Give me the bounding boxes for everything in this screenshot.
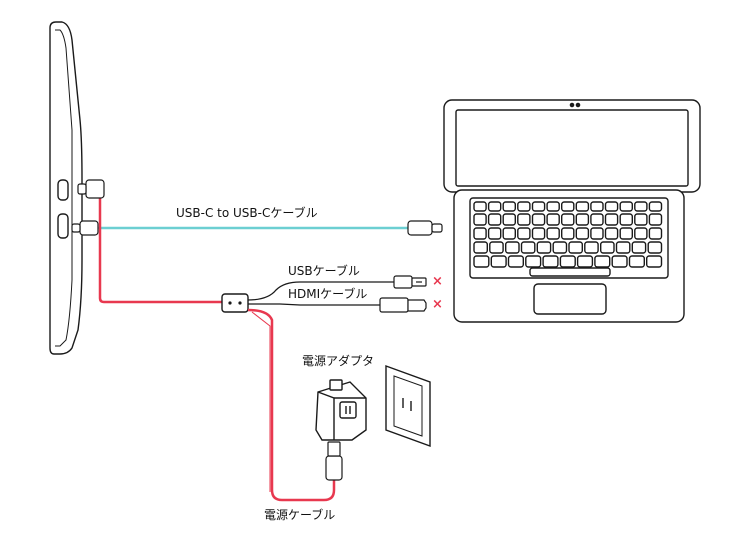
keyboard-key bbox=[575, 201, 590, 212]
keyboard-keys bbox=[473, 201, 663, 277]
keyboard-key bbox=[490, 255, 507, 268]
keyboard-key bbox=[487, 201, 502, 212]
keyboard-key bbox=[600, 241, 615, 254]
usb-plug bbox=[393, 275, 427, 289]
keyboard-key bbox=[489, 241, 504, 254]
usbc-plug-laptop-end bbox=[407, 220, 433, 236]
keyboard-key bbox=[594, 255, 611, 268]
keyboard-key bbox=[634, 227, 648, 240]
power-adapter bbox=[315, 379, 367, 441]
keyboard-key bbox=[604, 201, 619, 212]
keyboard-spacebar bbox=[529, 267, 611, 277]
keyboard-key bbox=[473, 201, 487, 212]
label-power-cable: 電源ケーブル bbox=[264, 508, 336, 522]
keyboard-key bbox=[487, 227, 502, 240]
keyboard-key bbox=[576, 255, 594, 268]
usb-a-hub-connector bbox=[221, 293, 249, 313]
keyboard-key bbox=[615, 241, 631, 254]
webcam-icon bbox=[569, 102, 575, 108]
keyboard-key bbox=[631, 241, 647, 254]
touchpad bbox=[533, 283, 607, 315]
usb-hdmi-branches bbox=[247, 281, 394, 306]
keyboard-key bbox=[575, 227, 590, 240]
keyboard-key bbox=[531, 227, 546, 240]
keyboard-key bbox=[575, 213, 590, 226]
keyboard-key bbox=[531, 201, 546, 212]
label-usb-cable: USBケーブル bbox=[288, 264, 360, 278]
keyboard-key bbox=[520, 241, 536, 254]
keyboard-key bbox=[546, 201, 560, 212]
keyboard-key bbox=[525, 255, 542, 268]
keyboard-key bbox=[648, 213, 663, 226]
keyboard-key bbox=[604, 227, 619, 240]
keyboard-key bbox=[517, 201, 531, 212]
keyboard-key bbox=[502, 201, 517, 212]
keyboard-key bbox=[473, 213, 487, 226]
keyboard-key bbox=[619, 213, 634, 226]
keyboard-key bbox=[559, 255, 576, 268]
label-power-adapter: 電源アダプタ bbox=[302, 354, 375, 368]
red-cable bbox=[77, 179, 249, 313]
usbc-plug-display-end bbox=[79, 220, 99, 236]
power-usb-plug bbox=[325, 455, 343, 481]
hdmi-plug bbox=[379, 297, 427, 313]
keyboard-key bbox=[619, 201, 634, 212]
keyboard-key bbox=[536, 241, 552, 254]
keyboard-key bbox=[584, 241, 599, 254]
label-hdmi-cable: HDMIケーブル bbox=[288, 287, 368, 301]
keyboard-key bbox=[611, 255, 628, 268]
keyboard-key bbox=[502, 213, 517, 226]
keyboard-key bbox=[590, 227, 604, 240]
label-usbc-cable: USB-C to USB-Cケーブル bbox=[176, 206, 318, 220]
keyboard-key bbox=[561, 227, 575, 240]
keyboard-key bbox=[473, 241, 489, 254]
power-cable bbox=[247, 308, 343, 502]
keyboard-key bbox=[546, 213, 560, 226]
wall-outlet bbox=[385, 365, 431, 447]
keyboard-key bbox=[487, 213, 502, 226]
keyboard-key bbox=[647, 241, 663, 254]
keyboard-key bbox=[634, 213, 648, 226]
keyboard-key bbox=[517, 227, 531, 240]
keyboard-key bbox=[604, 213, 619, 226]
keyboard-key bbox=[619, 227, 634, 240]
keyboard-key bbox=[568, 241, 584, 254]
hdmi-unused-x-icon: × bbox=[432, 297, 443, 312]
keyboard-key bbox=[517, 213, 531, 226]
pen-display-side-view bbox=[49, 21, 83, 355]
keyboard-key bbox=[505, 241, 520, 254]
keyboard-key bbox=[473, 255, 490, 268]
keyboard-key bbox=[628, 255, 646, 268]
keyboard-key bbox=[646, 255, 663, 268]
keyboard-key bbox=[531, 213, 546, 226]
keyboard-key bbox=[590, 201, 604, 212]
keyboard-key bbox=[634, 201, 648, 212]
keyboard-key bbox=[648, 201, 663, 212]
keyboard-key bbox=[542, 255, 559, 268]
keyboard-key bbox=[502, 227, 517, 240]
keyboard-key bbox=[590, 213, 604, 226]
keyboard-key bbox=[561, 201, 575, 212]
keyboard-key bbox=[546, 227, 560, 240]
usbc-cable bbox=[71, 220, 443, 236]
keyboard-key bbox=[507, 255, 525, 268]
keyboard-key bbox=[473, 227, 487, 240]
usbc-angled-plug bbox=[85, 179, 105, 199]
laptop bbox=[443, 99, 701, 323]
keyboard-key bbox=[561, 213, 575, 226]
keyboard-key bbox=[552, 241, 568, 254]
usb-unused-x-icon: × bbox=[432, 274, 443, 289]
keyboard-key bbox=[648, 227, 663, 240]
